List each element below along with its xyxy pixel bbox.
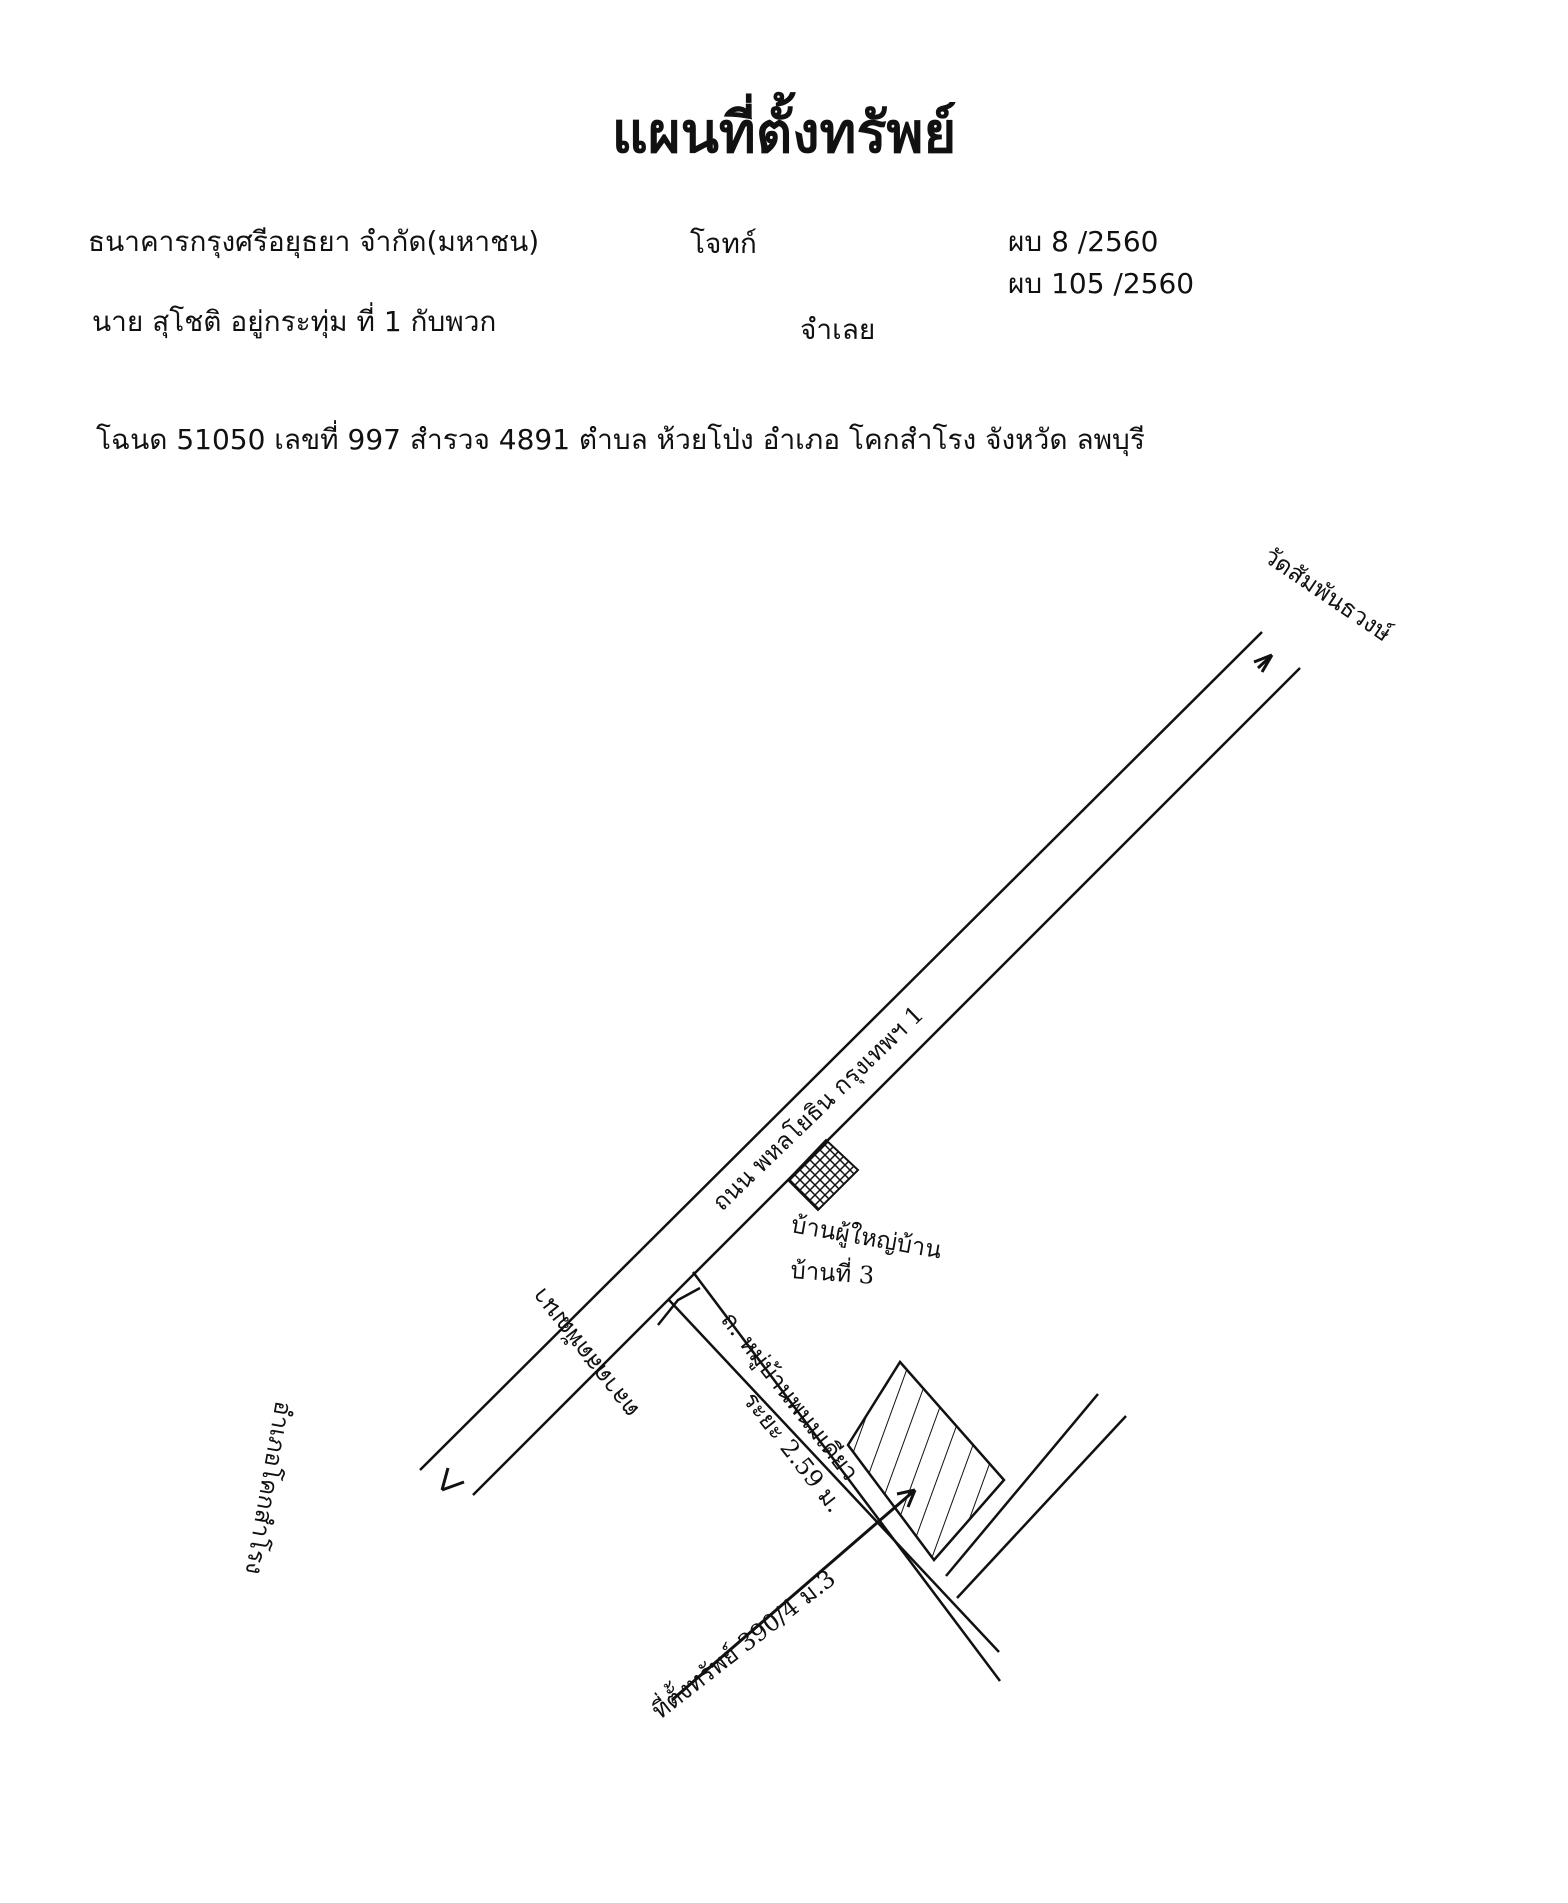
page-title: แผนที่ตั้งทรัพย์ — [611, 101, 957, 166]
property-parcel — [846, 1359, 1006, 1562]
defendant-role: จำเลย — [800, 313, 876, 346]
defendant-name: นาย สุโชติ อยู่กระทุ่ม ที่ 1 กับพวก — [92, 305, 497, 338]
arrow-down-left-icon — [440, 1467, 465, 1492]
deed-details: โฉนด 51050 เลขที่ 997 สำรวจ 4891 ตำบล ห้… — [96, 423, 1145, 456]
plaintiff-name: ธนาคารกรุงศรีอยุธยา จำกัด(มหาชน) — [88, 225, 540, 258]
property-label: ที่ตั้งทรัพย์ 390/4 ม.3 — [644, 1561, 841, 1725]
side-road — [657, 1271, 1001, 1682]
property-arrow-icon — [896, 1488, 917, 1508]
main-road — [419, 631, 1301, 1496]
to-temple-label: วัดสัมพันธวงษ์ — [1259, 542, 1397, 648]
case-number-1: ผบ 8 /2560 — [1008, 225, 1159, 258]
village-chief-moo-label: บ้านที่ 3 — [790, 1253, 876, 1290]
to-district-label: อำเภอโคกสำโรง — [240, 1399, 298, 1577]
village-chief-house-marker — [786, 1138, 860, 1212]
case-number-2: ผบ 105 /2560 — [1008, 267, 1195, 300]
branch-road — [945, 1393, 1127, 1599]
plaintiff-role: โจทก์ — [690, 227, 757, 260]
